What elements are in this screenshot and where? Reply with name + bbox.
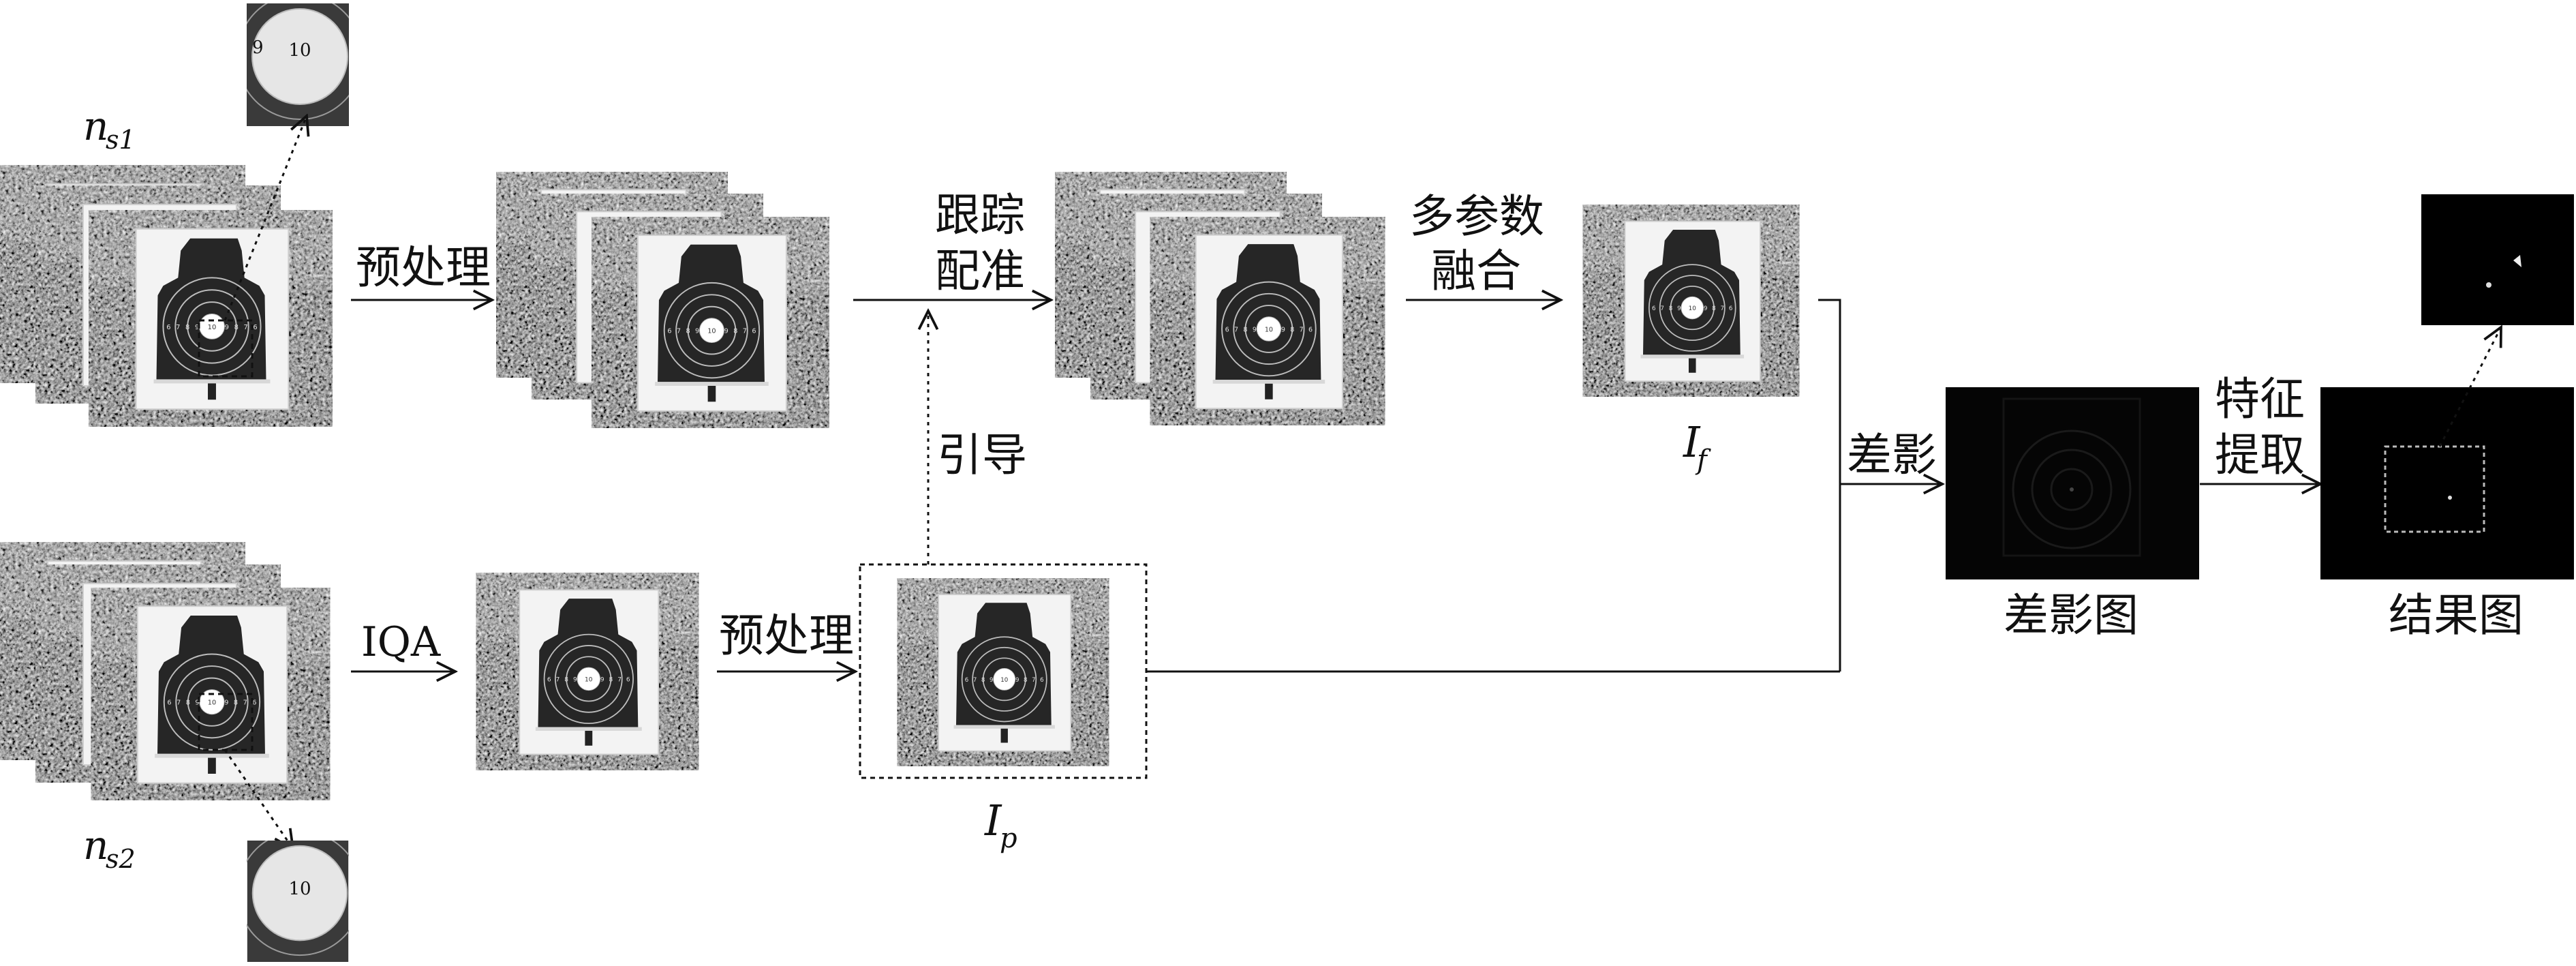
label-If: I f (1683, 417, 1711, 476)
svg-text:s1: s1 (106, 125, 136, 155)
label-preprocess-top: 预处理 (356, 241, 491, 294)
label-ns2: n s2 (83, 822, 136, 874)
label-track-register-1: 跟踪 (935, 189, 1025, 241)
svg-text:n: n (83, 103, 108, 149)
iqa-selected-frame (476, 573, 699, 770)
svg-text:n: n (83, 822, 108, 869)
label-Ip: I p (984, 796, 1017, 854)
preprocessed-image-Ip (898, 578, 1109, 766)
label-ns1: n s1 (83, 103, 136, 155)
label-multi-param-1: 多参数 (1409, 190, 1544, 243)
result-zoom-patch (2421, 194, 2574, 325)
preprocessed-stack (496, 172, 829, 428)
arrow-result-zoom (2438, 327, 2501, 447)
zoom-score-bottom: 10 (288, 879, 311, 899)
input-stack-ns1 (0, 165, 333, 427)
zoom-score-top: 10 (288, 40, 311, 61)
label-feature-2: 提取 (2215, 429, 2305, 481)
svg-text:f: f (1695, 444, 1711, 476)
connector-If-to-diff (1818, 299, 1841, 671)
label-diff-map: 差影图 (2004, 589, 2138, 642)
label-preprocess-bottom: 预处理 (719, 609, 854, 662)
label-iqa: IQA (361, 618, 441, 666)
difference-image (1946, 387, 2199, 579)
input-stack-ns2 (0, 542, 331, 800)
label-diff: 差影 (1847, 429, 1937, 481)
zoom-patch-bottom: 10 (247, 841, 349, 962)
label-result-map: 结果图 (2389, 589, 2524, 642)
label-track-register-2: 配准 (935, 245, 1025, 297)
svg-text:I: I (984, 796, 1002, 845)
label-multi-param-2: 融合 (1431, 245, 1521, 297)
zoom-arrow-bottom (224, 749, 293, 849)
zoom-patch-top: 10 9 (247, 3, 349, 126)
svg-text:I: I (1683, 417, 1701, 467)
label-guide: 引导 (937, 429, 1027, 481)
fused-image-If (1583, 205, 1799, 397)
zoom-side-num-top: 9 (252, 37, 264, 58)
result-image (2320, 387, 2574, 579)
registered-stack (1055, 172, 1385, 425)
svg-text:s2: s2 (106, 844, 136, 874)
roi-box-top (198, 319, 254, 378)
label-feature-1: 特征 (2215, 373, 2305, 425)
svg-text:p: p (1000, 823, 1017, 854)
